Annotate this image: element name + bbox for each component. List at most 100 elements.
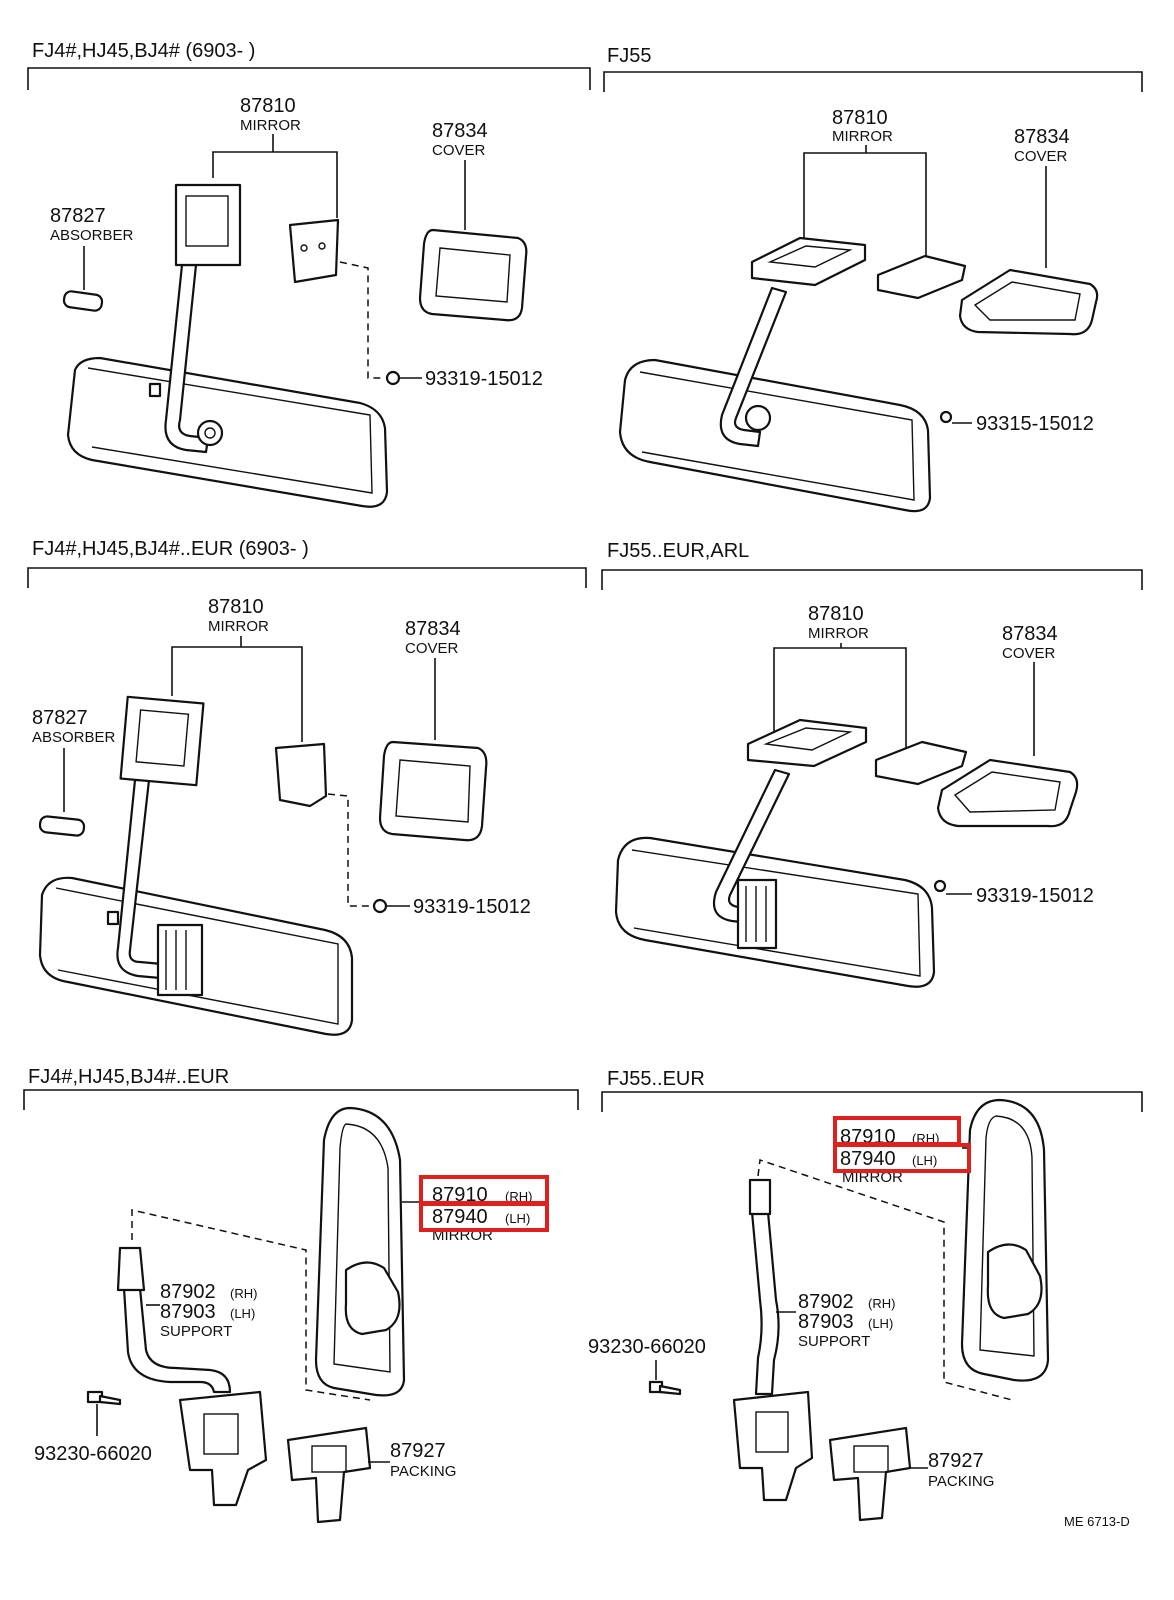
pin — [148, 382, 162, 398]
mirror-lh-side: (LH) — [505, 1211, 530, 1226]
section-title: FJ55..EUR,ARL — [607, 540, 749, 562]
section-fj4-eur-interior-mirror: FJ4#,HJ45,BJ4#..EUR (6903- ) 87810 MIRRO… — [27, 538, 587, 1036]
bracket-plate — [274, 742, 328, 808]
section-bracket — [603, 71, 1143, 92]
support-stay — [750, 1210, 780, 1396]
bracket-hole — [318, 242, 326, 250]
mirror-name: MIRROR — [842, 1169, 903, 1186]
support-rh-part-number: 87902 — [798, 1291, 854, 1313]
bracket-plate — [876, 254, 967, 300]
section-fj4-interior-mirror: FJ4#,HJ45,BJ4# (6903- ) 87810 MIRROR 878… — [27, 40, 591, 508]
support-base — [178, 1390, 268, 1507]
mirror-mount-plate — [119, 695, 205, 787]
section-title: FJ4#,HJ45,BJ4#..EUR (6903- ) — [32, 538, 309, 560]
cover-name: COVER — [1014, 148, 1068, 165]
mirror-name: MIRROR — [808, 625, 869, 642]
mirror-rim — [639, 371, 915, 501]
support-base-recess — [203, 1413, 239, 1455]
section-fj4-eur-outer-mirror: FJ4#,HJ45,BJ4#..EUR 93230-66020 87910 (R… — [23, 1066, 579, 1524]
mount-window — [185, 195, 229, 247]
screw-dashed-leader — [339, 261, 384, 379]
section-fj55-interior-mirror: FJ55 87810 MIRROR 87834 COVER 93315-1501… — [603, 45, 1143, 513]
bracket-hole — [300, 244, 308, 252]
support-rh-part-number: 87902 — [160, 1281, 216, 1303]
support-rh-side: (RH) — [868, 1296, 895, 1311]
mirror-glass — [66, 356, 389, 508]
support-name: SUPPORT — [798, 1333, 870, 1350]
packing-name: PACKING — [928, 1473, 994, 1490]
pivot-ball — [196, 419, 224, 447]
screw-part-number: 93315-15012 — [976, 413, 1094, 435]
cover-part — [378, 740, 488, 842]
mount-window — [763, 727, 853, 751]
cover-name: COVER — [405, 640, 459, 657]
pivot-ball — [744, 404, 772, 432]
mirror-part-number: 87810 — [808, 603, 864, 625]
mirror-part-number: 87810 — [832, 107, 888, 129]
cover-part-number: 87834 — [1002, 623, 1058, 645]
packing-part-number: 87927 — [928, 1450, 984, 1472]
section-title: FJ4#,HJ45,BJ4#..EUR — [28, 1066, 229, 1088]
outer-mirror-glass — [333, 1123, 391, 1373]
highlight-box-lh — [419, 1202, 549, 1232]
support-stay — [122, 1286, 232, 1394]
mirror-part-number: 87810 — [208, 596, 264, 618]
pivot-center — [204, 427, 216, 439]
mirror-lh-part-number: 87940 — [840, 1148, 896, 1170]
cover-part — [418, 228, 528, 322]
cover-part-number: 87834 — [432, 120, 488, 142]
cover-inner — [973, 281, 1081, 321]
pin — [106, 910, 120, 926]
support-threaded-end — [748, 1178, 772, 1216]
mount-window — [135, 709, 190, 767]
highlight-box-lh — [833, 1143, 971, 1173]
support-name: SUPPORT — [160, 1323, 232, 1340]
mirror-leader — [803, 145, 927, 262]
mirror-leader — [171, 636, 303, 742]
diagram-code: ME 6713-D — [1064, 1514, 1130, 1529]
mirror-clamp — [156, 923, 204, 997]
mirror-rh-side: (RH) — [505, 1189, 532, 1204]
mirror-rim — [87, 367, 373, 494]
bolt-part-number: 93230-66020 — [34, 1443, 152, 1465]
mirror-name: MIRROR — [208, 618, 269, 635]
mirror-lh-part-number: 87940 — [432, 1206, 488, 1228]
assembly-dashed-line — [757, 1158, 1013, 1401]
packing-part — [828, 1426, 912, 1522]
mirror-rim — [631, 849, 921, 977]
support-rh-side: (RH) — [230, 1286, 257, 1301]
mount-window — [767, 245, 853, 268]
screw-part-number: 93319-15012 — [976, 885, 1094, 907]
screw-part-number: 93319-15012 — [425, 368, 543, 390]
cover-part — [958, 268, 1099, 336]
packing-window — [853, 1445, 889, 1473]
section-bracket — [27, 67, 591, 90]
section-bracket — [601, 569, 1143, 590]
outer-mirror-body — [314, 1106, 406, 1397]
bolt-shank — [98, 1394, 122, 1406]
section-bracket — [23, 1089, 579, 1110]
screw-head-icon — [372, 898, 388, 914]
mirror-rim — [55, 887, 339, 1025]
outer-mirror-body — [960, 1098, 1050, 1382]
support-lh-part-number: 87903 — [798, 1311, 854, 1333]
cover-part-number: 87834 — [1014, 126, 1070, 148]
packing-window — [311, 1445, 347, 1473]
support-lh-side: (LH) — [868, 1316, 893, 1331]
cover-inner — [953, 771, 1061, 813]
mirror-part-number: 87810 — [240, 95, 296, 117]
mirror-name: MIRROR — [832, 128, 893, 145]
support-base — [732, 1390, 814, 1502]
absorber-part-number: 87827 — [32, 707, 88, 729]
section-fj55-eur-arl-interior-mirror: FJ55..EUR,ARL 87810 MIRROR 87834 COVER 9… — [601, 540, 1143, 988]
mirror-base-arm — [344, 1261, 401, 1336]
section-bracket — [27, 567, 587, 588]
cover-part-number: 87834 — [405, 618, 461, 640]
cover-name: COVER — [432, 142, 486, 159]
screw-head-icon — [933, 879, 947, 893]
clamp-ribs — [745, 886, 767, 942]
mirror-glass — [618, 358, 932, 513]
cover-inner — [435, 247, 511, 303]
screw-dashed-leader — [327, 793, 370, 907]
